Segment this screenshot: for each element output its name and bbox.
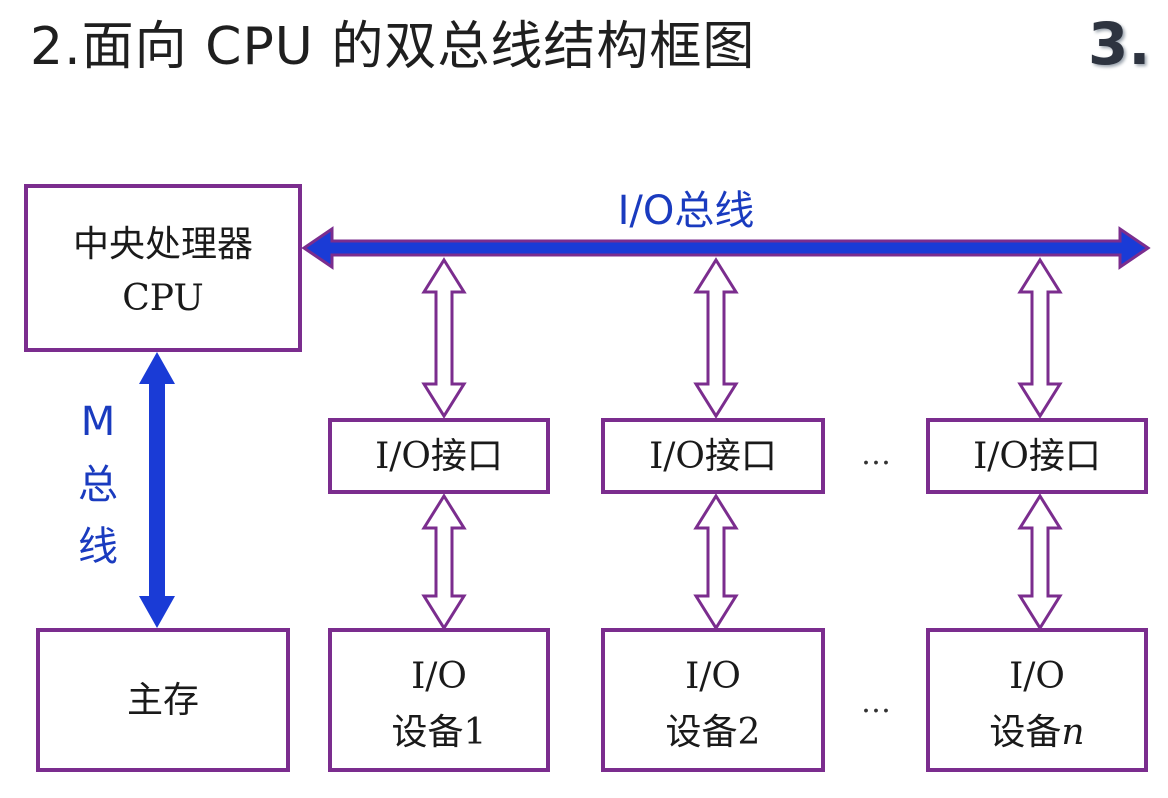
m-bus: M 总 线: [78, 352, 175, 628]
main-memory-box: [36, 628, 290, 772]
io-interface-box-2: [601, 418, 825, 494]
cpu-block: 中央处理器 CPU: [24, 184, 302, 352]
io-device-box-3: [926, 628, 1148, 772]
io-bus: I/O总线: [301, 188, 1151, 270]
io-device-label-3a: I/O: [1009, 656, 1065, 697]
io-interface-label-1: I/O接口: [375, 436, 503, 477]
device-ellipsis: …: [861, 685, 891, 720]
io-device-label-3b: 设备n: [989, 712, 1084, 753]
m-bus-label-3: 线: [78, 524, 118, 570]
io-interface-label-3: I/O接口: [973, 436, 1101, 477]
cpu-box: [24, 184, 302, 352]
io-column-2: I/O接口 I/O 设备2: [601, 257, 825, 772]
interface-to-device-arrow-2: [693, 493, 739, 631]
interface-to-device-arrow-3: [1017, 493, 1063, 631]
bus-to-interface-arrow-3: [1017, 257, 1063, 419]
main-memory-block: 主存: [36, 628, 290, 772]
cpu-label-en: CPU: [122, 278, 203, 319]
io-device-label-1b: 设备1: [392, 712, 487, 753]
interface-to-device-arrow-1: [421, 493, 467, 631]
cpu-label-cn: 中央处理器: [73, 224, 253, 265]
m-bus-label-1: M: [81, 399, 116, 445]
io-device-box-1: [328, 628, 550, 772]
io-interface-label-2: I/O接口: [649, 436, 777, 477]
section-number: 3.: [1088, 10, 1151, 78]
page-title: 2.面向 CPU 的双总线结构框图: [30, 17, 756, 77]
m-bus-label-2: 总: [78, 462, 118, 508]
io-device-label-1a: I/O: [411, 656, 467, 697]
io-device-label-2b: 设备2: [666, 712, 761, 753]
io-device-label-2a: I/O: [685, 656, 741, 697]
io-column-1: I/O接口 I/O 设备1: [328, 257, 550, 772]
io-column-3: I/O接口 I/O 设备n: [926, 257, 1148, 772]
io-bus-label: I/O总线: [618, 188, 755, 234]
io-bus-arrow: [301, 226, 1151, 270]
io-interface-box-1: [328, 418, 550, 494]
main-memory-label: 主存: [127, 680, 199, 721]
interface-ellipsis: …: [861, 437, 891, 472]
io-device-box-2: [601, 628, 825, 772]
bus-to-interface-arrow-2: [693, 257, 739, 419]
bus-to-interface-arrow-1: [421, 257, 467, 419]
m-bus-arrow: [139, 352, 175, 628]
io-interface-box-3: [926, 418, 1148, 494]
